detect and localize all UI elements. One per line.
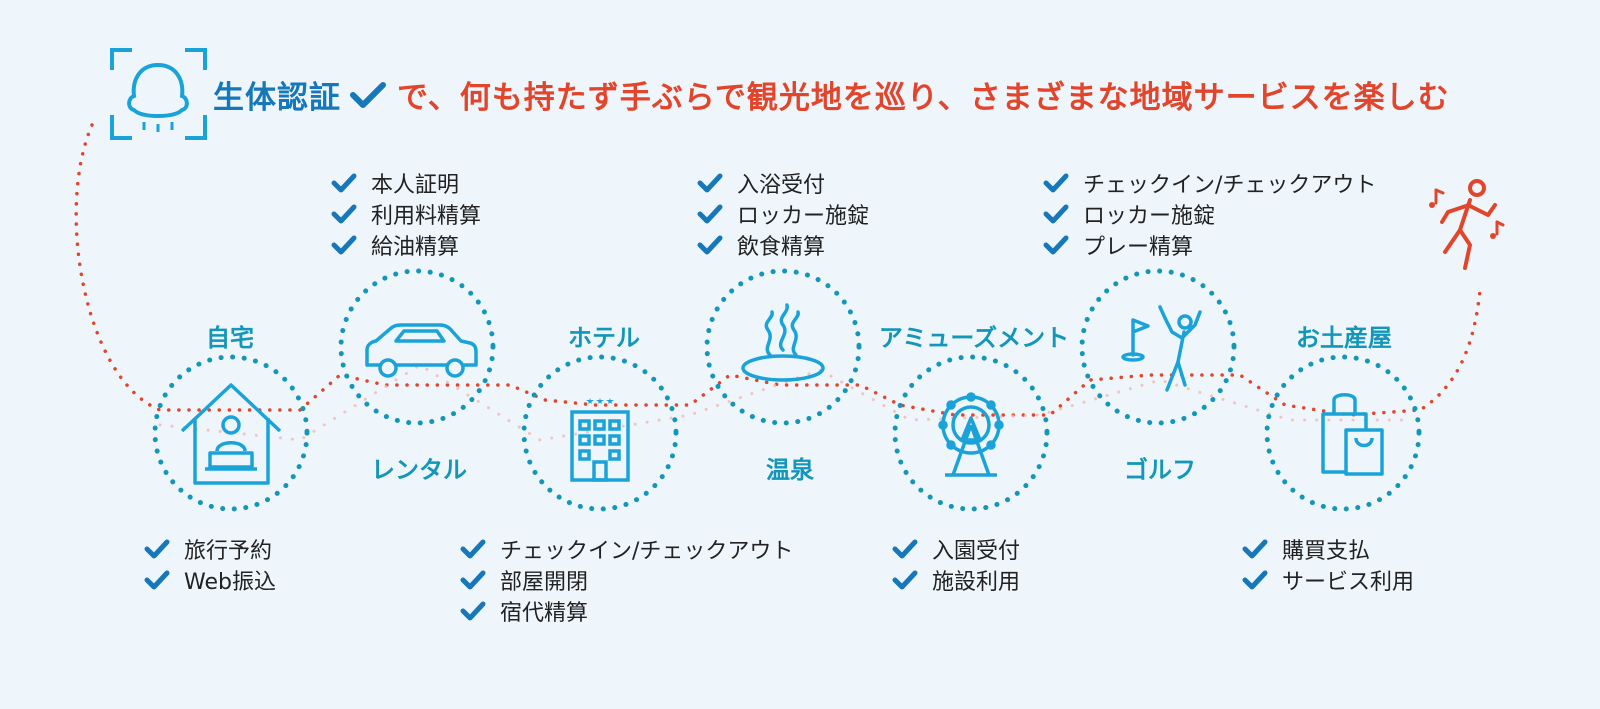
service-label: 給油精算: [371, 234, 460, 260]
stop-circle-amusement: [892, 354, 1050, 512]
services-home: 旅行予約 Web振込: [144, 533, 276, 595]
service-label: 購買支払: [1282, 538, 1371, 564]
header-title: 生体認証 で、何も持たず手ぶらで観光地を巡り、さまざまな地域サービスを楽しむ: [213, 72, 1450, 117]
stop-label-souvenir: お土産屋: [1296, 324, 1392, 352]
service-item: プレー精算: [1043, 229, 1376, 260]
stop-circle-onsen: [704, 268, 862, 426]
service-label: サービス利用: [1282, 569, 1415, 595]
service-item: 給油精算: [331, 229, 481, 260]
services-souvenir: 購買支払サービス利用: [1242, 533, 1414, 595]
service-label: 施設利用: [932, 569, 1021, 595]
check-icon: [460, 601, 486, 620]
check-icon: [1043, 235, 1069, 254]
service-label: 利用料精算: [371, 203, 482, 229]
service-item: 入浴受付: [697, 167, 869, 198]
service-label: チェックイン/チェックアウト: [1083, 172, 1377, 198]
stop-circle-souvenir: [1264, 354, 1422, 512]
service-label: プレー精算: [1083, 234, 1194, 260]
hotel-building-icon: [570, 398, 630, 482]
check-icon: [892, 539, 918, 558]
service-item: 入園受付: [892, 533, 1020, 564]
check-icon: [1043, 204, 1069, 223]
service-item: 本人証明: [331, 167, 481, 198]
check-icon: [144, 570, 170, 589]
face-scan-icon: [110, 48, 207, 140]
check-icon: [1242, 539, 1268, 558]
stop-label-golf: ゴルフ: [1124, 456, 1196, 484]
check-icon: [697, 204, 723, 223]
title-tagline: で、何も持たず手ぶらで観光地を巡り、さまざまな地域サービスを楽しむ: [397, 80, 1450, 116]
journey-path: [74, 123, 1482, 417]
shopping-bag-icon: [1321, 393, 1384, 476]
check-icon: [331, 204, 357, 223]
title-prefix: 生体認証: [213, 80, 341, 116]
stop-label-amusement: アミューズメント: [878, 324, 1070, 352]
service-item: 旅行予約: [144, 533, 276, 564]
check-icon: [460, 539, 486, 558]
services-golf: チェックイン/チェックアウトロッカー施錠プレー精算: [1043, 167, 1376, 260]
service-label: 飲食精算: [737, 234, 826, 260]
check-icon: [331, 173, 357, 192]
check-icon: [1242, 570, 1268, 589]
stop-label-hotel: ホテル: [568, 324, 640, 352]
service-label: 本人証明: [371, 172, 460, 198]
service-item: 部屋開閉: [460, 564, 793, 595]
service-item: 飲食精算: [697, 229, 869, 260]
stop-circle-hotel: [521, 354, 679, 512]
service-label: 部屋開閉: [500, 569, 589, 595]
service-label: ロッカー施錠: [1083, 203, 1216, 229]
service-item: Web振込: [144, 564, 276, 595]
stop-label-onsen: 温泉: [766, 456, 814, 484]
check-icon: [697, 173, 723, 192]
stop-circle-golf: [1079, 268, 1237, 426]
services-onsen: 入浴受付ロッカー施錠飲食精算: [697, 167, 869, 260]
service-item: サービス利用: [1242, 564, 1414, 595]
service-label: 旅行予約: [184, 538, 273, 564]
services-amusement: 入園受付施設利用: [892, 533, 1020, 595]
check-icon: [697, 235, 723, 254]
service-item: 利用料精算: [331, 198, 481, 229]
stop-circle-home: [152, 354, 310, 512]
happy-walker-icon: [1429, 179, 1505, 270]
service-label: 入園受付: [932, 538, 1021, 564]
ferris-wheel-icon: [938, 392, 1004, 477]
service-label: Web振込: [184, 569, 276, 595]
golfer-icon: [1121, 305, 1202, 392]
service-item: チェックイン/チェックアウト: [460, 533, 793, 564]
service-label: チェックイン/チェックアウト: [500, 538, 794, 564]
service-item: 購買支払: [1242, 533, 1414, 564]
stop-label-home: 自宅: [206, 324, 254, 352]
services-hotel: チェックイン/チェックアウト部屋開閉宿代精算: [460, 533, 793, 626]
service-label: ロッカー施錠: [737, 203, 870, 229]
service-item: 施設利用: [892, 564, 1020, 595]
service-item: ロッカー施錠: [1043, 198, 1376, 229]
check-icon: [892, 570, 918, 589]
car-icon: [365, 323, 478, 378]
service-item: チェックイン/チェックアウト: [1043, 167, 1376, 198]
check-icon: [331, 235, 357, 254]
service-item: ロッカー施錠: [697, 198, 869, 229]
service-item: 宿代精算: [460, 595, 793, 626]
house-laptop-icon: [180, 383, 282, 485]
check-icon: [144, 539, 170, 558]
services-rental: 本人証明利用料精算給油精算: [331, 167, 481, 260]
check-icon: [1043, 173, 1069, 192]
service-label: 宿代精算: [500, 600, 589, 626]
stop-circle-rental: [338, 268, 496, 426]
hot-spring-icon: [741, 303, 825, 382]
inner-trail: [158, 363, 1412, 442]
check-icon: [350, 81, 386, 108]
stop-label-rental: レンタル: [371, 456, 467, 484]
check-icon: [460, 570, 486, 589]
stop-circles: [152, 268, 1422, 512]
service-label: 入浴受付: [737, 172, 826, 198]
